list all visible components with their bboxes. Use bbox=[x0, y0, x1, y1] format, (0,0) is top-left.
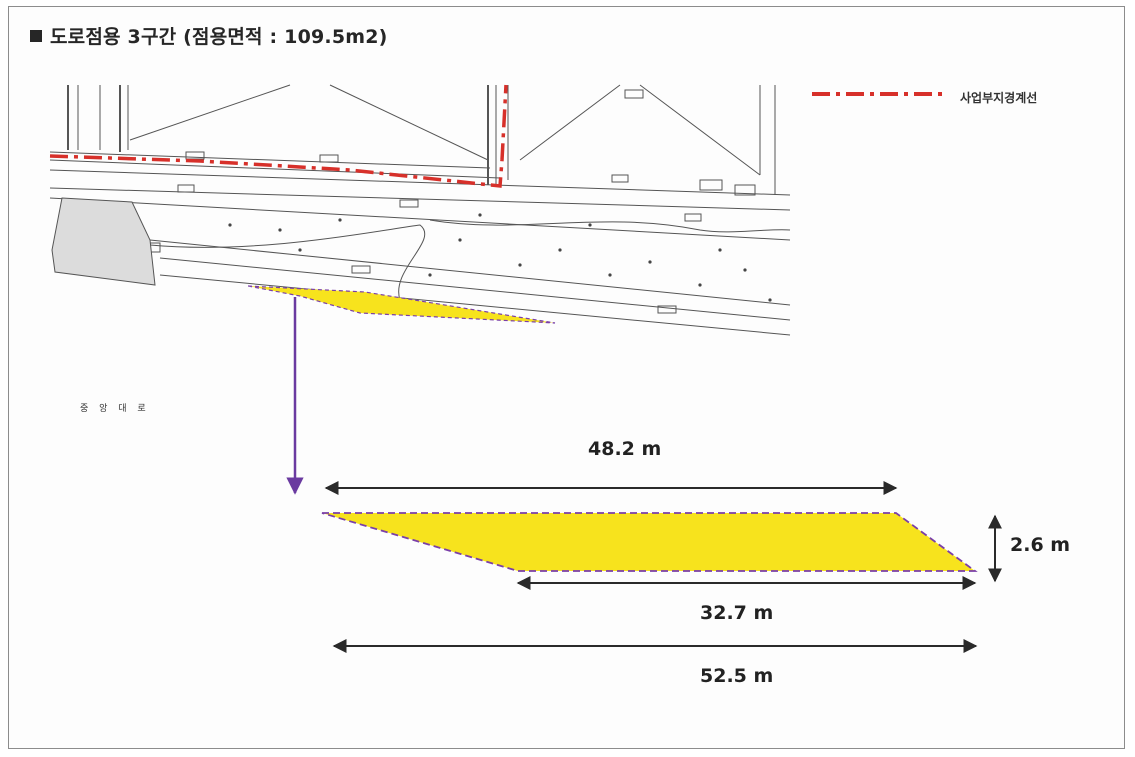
occupancy-area-detail bbox=[321, 512, 978, 572]
figure-frame bbox=[8, 6, 1125, 749]
site-plan-map bbox=[49, 84, 791, 336]
map-road-label: 중 앙 대 로 bbox=[80, 404, 150, 414]
dimension-top-label: 48.2 m bbox=[588, 438, 662, 460]
site-boundary-line bbox=[49, 84, 508, 188]
map-dots bbox=[228, 213, 772, 302]
building-block bbox=[51, 197, 156, 286]
map-occupancy-area bbox=[247, 285, 556, 324]
legend-label: 사업부지경계선 bbox=[960, 91, 1038, 105]
dimension-height-label: 2.6 m bbox=[1010, 534, 1071, 556]
dimension-bottom-label: 32.7 m bbox=[700, 602, 774, 624]
dimension-total-label: 52.5 m bbox=[700, 665, 774, 687]
title-bullet-icon bbox=[30, 30, 42, 42]
figure-title: 도로점용 3구간 (점용면적 : 109.5m2) bbox=[30, 22, 388, 49]
title-text: 도로점용 3구간 (점용면적 : 109.5m2) bbox=[50, 26, 388, 48]
